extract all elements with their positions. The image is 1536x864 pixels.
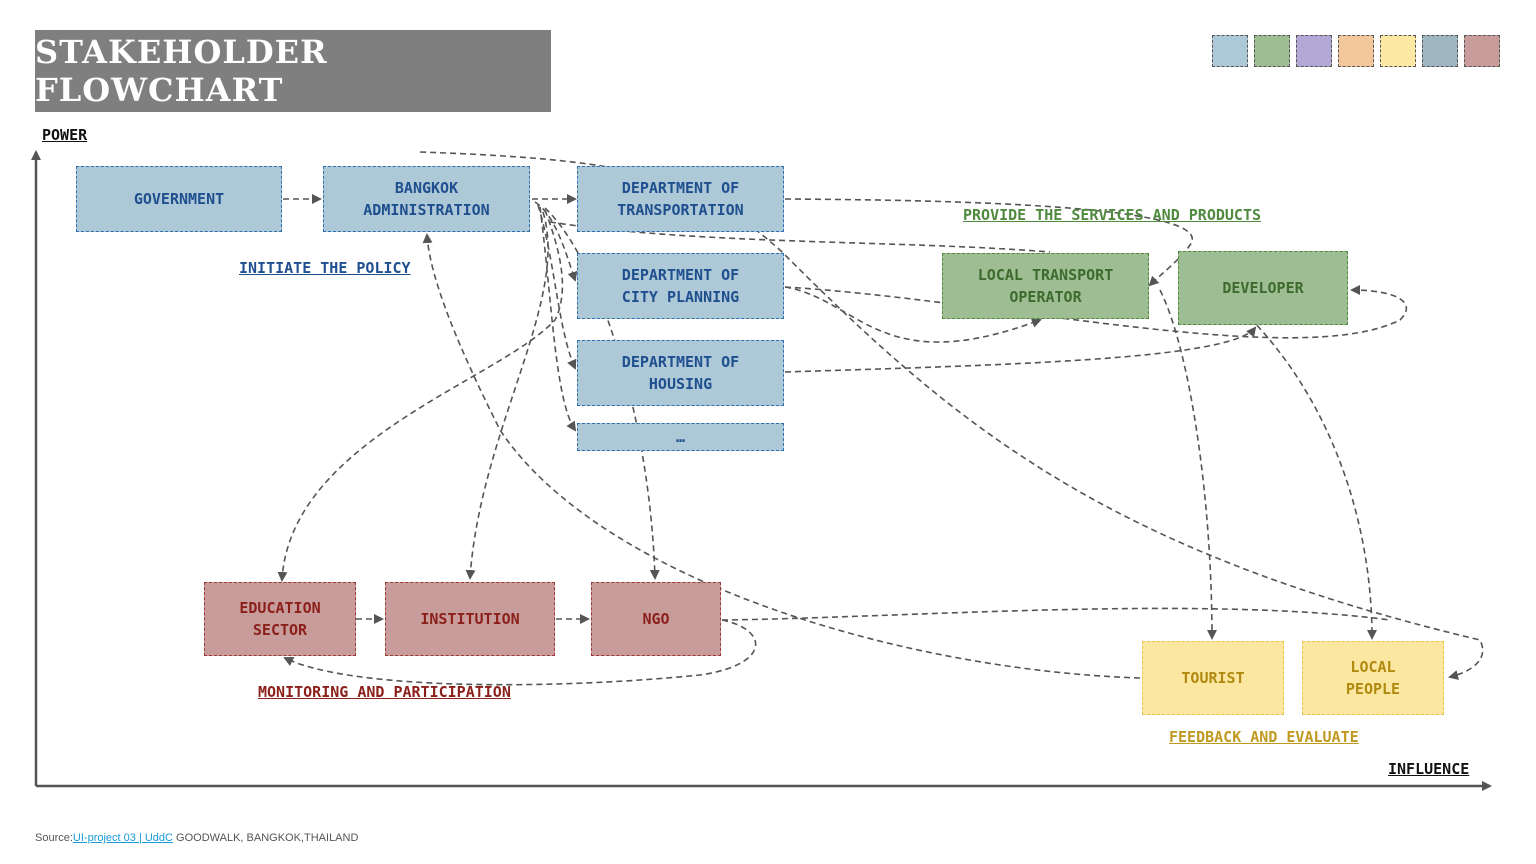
node-local-transport-operator[interactable]: LOCAL TRANSPORT OPERATOR <box>942 253 1149 319</box>
edge-ngo-education <box>283 619 757 686</box>
node-government[interactable]: GOVERNMENT <box>76 166 282 232</box>
x-axis-label: INFLUENCE <box>1388 760 1470 778</box>
edge-ngo-feedback <box>721 607 1391 621</box>
edge-transport-operator <box>784 198 1194 287</box>
node-developer[interactable]: DEVELOPER <box>1178 251 1348 325</box>
edge-planning-developer <box>784 285 1408 339</box>
source-prefix: Source: <box>35 832 73 844</box>
edge-bkk-education <box>277 209 564 582</box>
color-swatch <box>1464 35 1500 67</box>
color-swatch <box>1380 35 1416 67</box>
node-local-people[interactable]: LOCAL PEOPLE <box>1302 641 1444 715</box>
edge-tourist-bkk <box>422 233 1141 679</box>
node-department-of-housing[interactable]: DEPARTMENT OF HOUSING <box>577 340 784 406</box>
node-department-of-city-planning[interactable]: DEPARTMENT OF CITY PLANNING <box>577 253 784 319</box>
edge-developer-localpeople <box>1249 317 1377 640</box>
edge-bkk-more <box>539 206 577 432</box>
color-swatch <box>1422 35 1458 67</box>
label-monitoring-participation: MONITORING AND PARTICIPATION <box>258 683 511 701</box>
node-education-sector[interactable]: EDUCATION SECTOR <box>204 582 356 656</box>
color-swatch <box>1212 35 1248 67</box>
edge-housing-developer <box>784 326 1257 373</box>
page-title: STAKEHOLDER FLOWCHART <box>35 30 551 112</box>
color-swatch <box>1254 35 1290 67</box>
label-initiate-the-policy: INITIATE THE POLICY <box>239 259 411 277</box>
edge-bkk-housing <box>537 204 577 370</box>
edge-operator-tourist <box>1159 289 1217 640</box>
node-institution[interactable]: INSTITUTION <box>385 582 555 656</box>
edge-planning-operator <box>784 286 1042 343</box>
label-feedback-evaluate: FEEDBACK AND EVALUATE <box>1169 728 1359 746</box>
color-swatch <box>1338 35 1374 67</box>
edge-bkk-institution <box>465 211 549 580</box>
label-provide-services: PROVIDE THE SERVICES AND PRODUCTS <box>963 206 1262 224</box>
y-axis-label: POWER <box>42 126 88 144</box>
source-citation: Source:UI-project 03 | UddC GOODWALK, BA… <box>35 832 358 844</box>
edge-bkk-planning <box>534 201 578 282</box>
node-bangkok-administration[interactable]: BANGKOK ADMINISTRATION <box>323 166 530 232</box>
node-tourist[interactable]: TOURIST <box>1142 641 1284 715</box>
color-swatch <box>1296 35 1332 67</box>
node-more-departments[interactable]: … <box>577 423 784 451</box>
node-department-of-transportation[interactable]: DEPARTMENT OF TRANSPORTATION <box>577 166 784 232</box>
source-link[interactable]: UI-project 03 | UddC <box>72 832 173 844</box>
source-suffix: GOODWALK, BANGKOK,THAILAND <box>173 832 359 844</box>
node-ngo[interactable]: NGO <box>591 582 721 656</box>
